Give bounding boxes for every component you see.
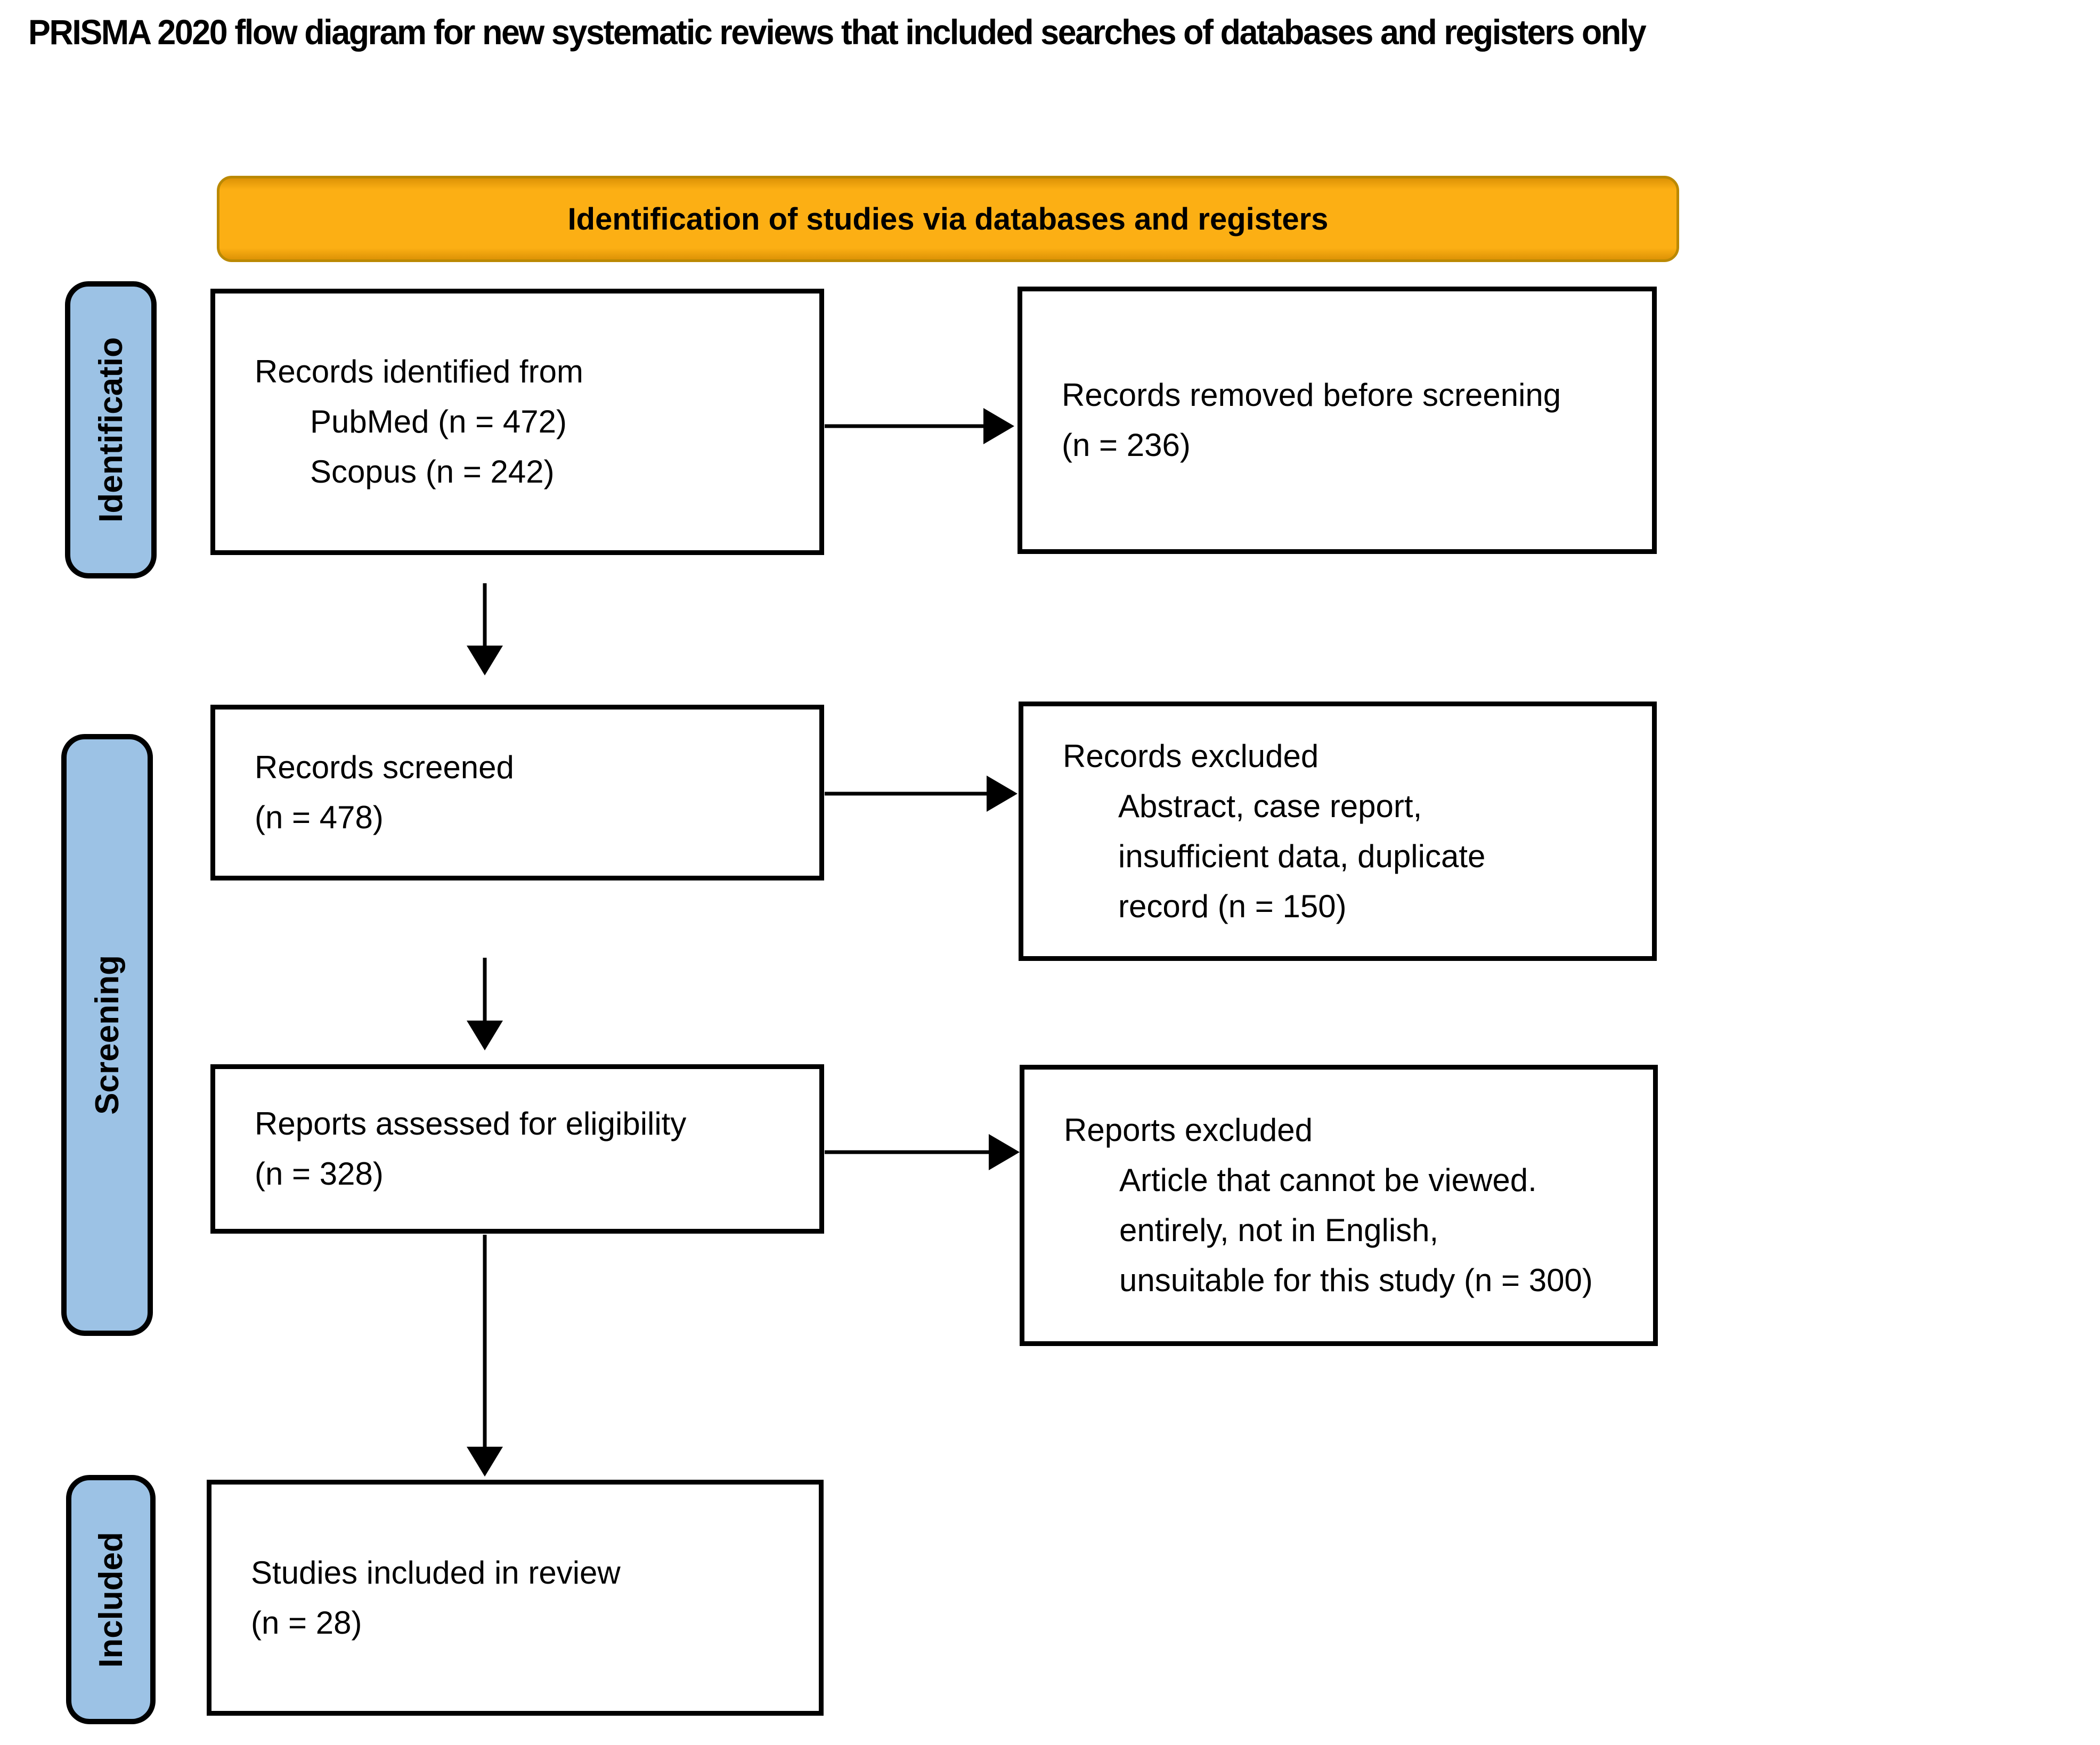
stage-label-included-text: Included: [92, 1531, 129, 1668]
stage-label-included: Included: [66, 1475, 156, 1724]
box-line: unsuitable for this study (n = 300): [1119, 1262, 1593, 1298]
box-line: Article that cannot be viewed.: [1119, 1162, 1537, 1198]
box-line: Records identified from: [255, 354, 583, 389]
stage-label-screening: Screening: [61, 734, 153, 1336]
box-line: (n = 236): [1062, 427, 1191, 463]
box-studies-included-in-review: Studies included in review (n = 28): [207, 1480, 824, 1716]
box-line: Records removed before screening: [1062, 377, 1561, 413]
box-line: Scopus (n = 242): [310, 454, 555, 490]
stage-label-screening-text: Screening: [88, 955, 126, 1115]
box-line: Records excluded: [1063, 738, 1319, 774]
box-line: Studies included in review: [251, 1554, 621, 1591]
banner-identification-of-studies: Identification of studies via databases …: [217, 176, 1679, 262]
box-line: (n = 28): [251, 1604, 362, 1641]
page-title: PRISMA 2020 flow diagram for new systema…: [28, 12, 1647, 52]
box-line: (n = 478): [255, 800, 384, 835]
arrow-assessed-to-reports-excluded: [825, 1134, 1020, 1170]
stage-label-identification: Identificatio: [65, 281, 157, 578]
arrow-identified-to-removed: [825, 408, 1014, 444]
box-line: Records screened: [255, 749, 514, 785]
box-line: Abstract, case report,: [1118, 788, 1422, 824]
box-reports-assessed-for-eligibility: Reports assessed for eligibility (n = 328…: [210, 1064, 824, 1234]
box-line: PubMed (n = 472): [310, 404, 567, 439]
box-records-removed-before-screening: Records removed before screening (n = 236…: [1018, 287, 1657, 554]
arrow-assessed-to-included: [467, 1235, 503, 1477]
box-records-screened: Records screened (n = 478): [210, 705, 824, 880]
box-line: record (n = 150): [1118, 888, 1347, 924]
arrow-identified-to-screened: [467, 583, 503, 675]
box-line: Reports excluded: [1064, 1112, 1313, 1148]
stage-label-identification-text: Identificatio: [92, 337, 129, 523]
box-line: entirely, not in English,: [1119, 1212, 1439, 1248]
box-line: Reports assessed for eligibility: [255, 1106, 687, 1141]
arrow-screened-to-records-excluded: [825, 776, 1018, 812]
arrow-screened-to-assessed: [467, 958, 503, 1050]
box-line: insufficient data, duplicate: [1118, 838, 1486, 874]
box-line: (n = 328): [255, 1156, 384, 1192]
